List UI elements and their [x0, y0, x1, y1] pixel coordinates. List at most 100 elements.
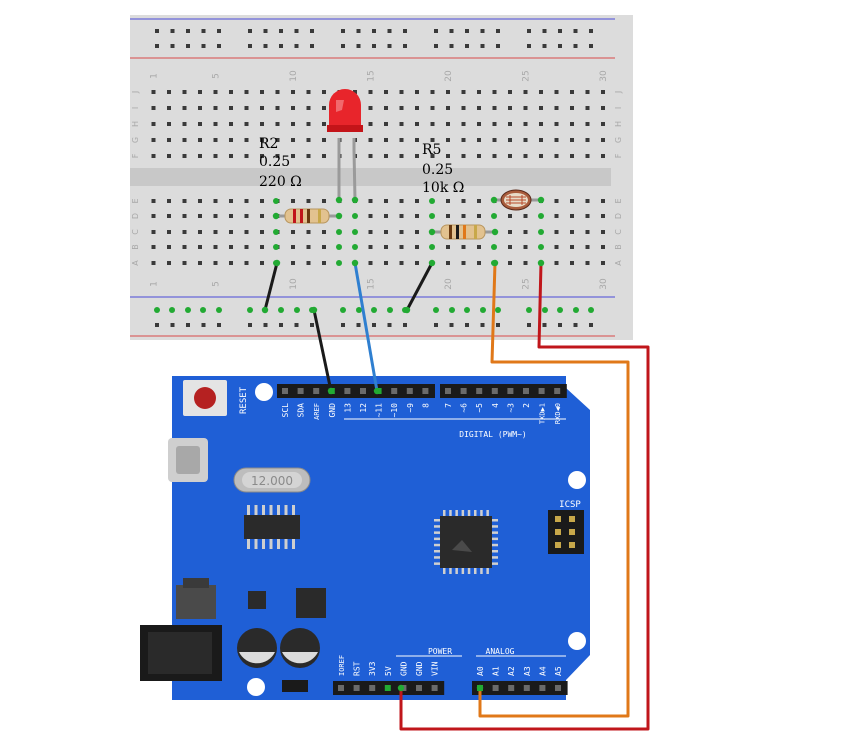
chip-pin [492, 556, 498, 559]
breadboard-hole [306, 245, 311, 249]
breadboard-hole [449, 44, 454, 48]
breadboard-hole [461, 199, 466, 203]
row-letter: B [614, 244, 623, 250]
chip-pin [443, 510, 446, 516]
connection-dot [335, 196, 343, 204]
breadboard-hole [186, 29, 190, 33]
pin-label: VIN [431, 661, 440, 676]
breadboard-hole [167, 90, 171, 94]
pin-label: RXD◀0 [554, 403, 562, 424]
led-rim [327, 125, 363, 132]
pin-label: 7 [444, 403, 453, 408]
mount-hole [568, 471, 586, 489]
wire-end-dot [273, 259, 281, 267]
breadboard-hole [244, 90, 249, 94]
breadboard-hole [244, 106, 249, 110]
breadboard-hole [446, 245, 450, 249]
breadboard-hole [322, 199, 326, 203]
breadboard-hole [213, 90, 218, 94]
voltage-regulator [176, 585, 216, 619]
connection-dot [495, 307, 501, 313]
connection-dot [557, 307, 563, 313]
breadboard-hole [403, 29, 407, 33]
row-letter: D [614, 213, 623, 219]
wire-ground-r5 [405, 261, 434, 312]
breadboard-hole [585, 199, 590, 203]
breadboard-hole [213, 106, 218, 110]
breadboard-hole [198, 138, 202, 142]
breadboard-hole [446, 261, 450, 265]
reset-button-cap[interactable] [194, 387, 216, 409]
breadboard-hole [244, 154, 249, 158]
wire-end-dot [397, 684, 405, 692]
row-letter: C [614, 229, 623, 235]
arduino-board: RESET 12.000 ICSP [140, 376, 590, 700]
wire-end-dot [351, 259, 359, 267]
wires [261, 259, 650, 731]
wire-end-dot [261, 306, 269, 314]
breadboard-hole [341, 29, 345, 33]
breadboard-hole [167, 214, 171, 218]
breadboard-hole [415, 138, 419, 142]
breadboard-hole [508, 138, 512, 142]
breadboard-hole [198, 199, 202, 203]
breadboard-hole [229, 154, 233, 158]
breadboard-hole [387, 44, 392, 48]
breadboard-hole [229, 106, 233, 110]
header-pin [523, 388, 529, 394]
led-dome [329, 89, 361, 127]
led-lead [352, 138, 357, 201]
header-pin [554, 388, 561, 394]
breadboard-hole [198, 261, 202, 265]
breadboard-hole [570, 214, 574, 218]
breadboard-hole [477, 199, 481, 203]
chip-pin [262, 505, 265, 515]
connection-dot [491, 244, 497, 250]
icsp-pin [555, 529, 561, 535]
connection-dot [429, 198, 435, 204]
breadboard-hole [508, 230, 512, 234]
capacitor-band [282, 652, 318, 664]
breadboard-hole [291, 230, 295, 234]
breadboard-hole [275, 138, 280, 142]
breadboard-hole [554, 261, 559, 265]
breadboard-hole [198, 90, 202, 94]
column-number: 5 [212, 281, 222, 287]
breadboard-hole [151, 199, 156, 203]
connection-dot [429, 213, 435, 219]
breadboard-hole [294, 29, 299, 33]
row-letter: F [614, 153, 623, 158]
breadboard-hole [387, 29, 392, 33]
breadboard-hole [186, 323, 190, 327]
breadboard-hole [492, 90, 497, 94]
breadboard-hole [291, 154, 295, 158]
breadboard-hole [573, 44, 578, 48]
breadboard-hole [415, 106, 419, 110]
breadboard-hole [368, 138, 373, 142]
breadboard-hole [573, 29, 578, 33]
resistor-band [293, 209, 296, 223]
breadboard-hole [430, 106, 435, 110]
chip-pin [434, 525, 440, 528]
connection-dot [335, 212, 343, 220]
connection-dot [491, 228, 499, 236]
breadboard-hole [585, 245, 590, 249]
breadboard-hole [465, 44, 469, 48]
breadboard-hole [480, 29, 485, 33]
breadboard-hole [291, 90, 295, 94]
connection-dot [340, 307, 346, 313]
breadboard-hole [508, 106, 512, 110]
breadboard-hole [446, 214, 450, 218]
breadboard-hole [434, 44, 438, 48]
pin-label: ~11 [375, 403, 384, 418]
breadboard-hole [322, 138, 326, 142]
diode [282, 680, 308, 692]
breadboard-hole [229, 90, 233, 94]
row-letter: H [614, 121, 623, 127]
wire-end-dot [476, 684, 484, 692]
connection-dot [336, 260, 342, 266]
header-pin [353, 685, 360, 691]
breadboard-hole [446, 154, 450, 158]
breadboard-hole [167, 199, 171, 203]
breadboard-hole [368, 154, 373, 158]
